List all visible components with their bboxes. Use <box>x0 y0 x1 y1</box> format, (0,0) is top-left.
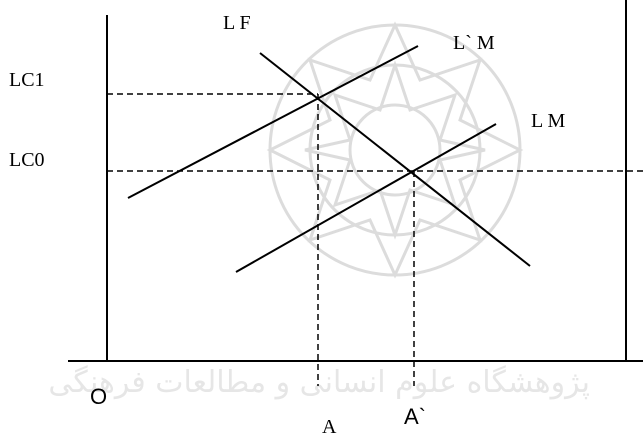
lf-label: L F <box>223 12 251 34</box>
lm-curve <box>235 123 497 273</box>
origin-label: O <box>90 384 107 409</box>
l-prime-m-curve <box>127 45 419 199</box>
a-label: A <box>322 416 337 436</box>
lf-curve <box>259 52 531 267</box>
watermark-text: پژوهشگاه علوم انسانی و مطالعات فرهنگی <box>48 365 590 400</box>
lc1-label: LC1 <box>9 69 45 91</box>
a-prime-label: A` <box>404 404 426 429</box>
watermark-logo <box>266 21 524 279</box>
lc0-label: LC0 <box>9 149 45 171</box>
l-prime-m-label: L` M <box>453 32 495 54</box>
lm-label: L M <box>531 110 565 132</box>
